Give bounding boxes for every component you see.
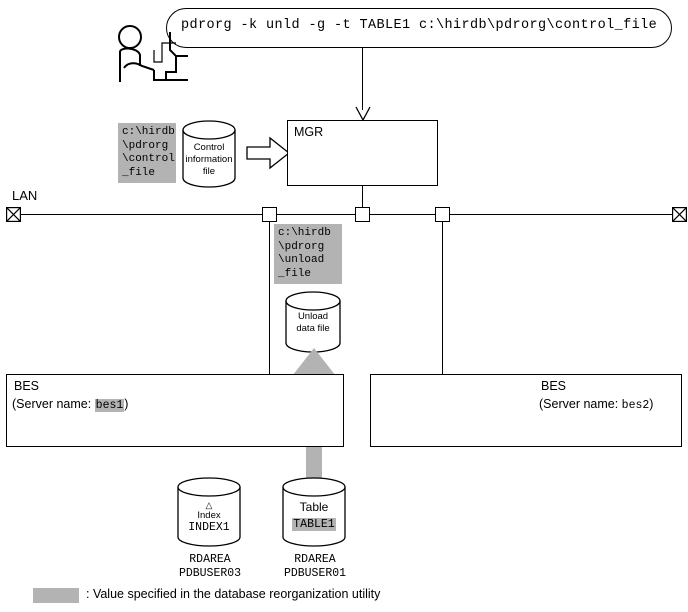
lan-bus-line	[14, 214, 674, 215]
legend-swatch	[33, 588, 79, 603]
bubble-tail-icon	[153, 42, 176, 63]
table-rdarea-caption: RDAREA PDBUSER01	[283, 553, 347, 580]
lan-label: LAN	[12, 188, 38, 203]
lan-terminator-right-icon	[672, 207, 687, 222]
index-rdarea-caption: RDAREA PDBUSER03	[178, 553, 242, 580]
control-file-to-mgr-arrow-icon	[246, 136, 290, 170]
command-to-mgr-line	[362, 48, 363, 110]
mgr-box	[287, 120, 438, 186]
bes2-server-suffix: )	[649, 397, 654, 411]
unload-data-file-cylinder: Unload data file	[284, 291, 342, 353]
command-to-mgr-arrowhead-icon	[355, 106, 371, 122]
bes1-server-name-line: (Server name: bes1)	[12, 396, 128, 414]
legend-text: : Value specified in the database reorga…	[86, 587, 381, 601]
index-kind-label: Index	[197, 510, 221, 521]
lan-to-bes1-line	[269, 222, 270, 375]
operator-icon	[118, 25, 188, 82]
bes1-server-prefix: (Server name:	[12, 397, 95, 411]
lan-to-bes2-line	[442, 222, 443, 375]
lan-terminator-left-icon	[6, 207, 21, 222]
mgr-to-lan-line	[362, 186, 363, 211]
bes1-title: BES	[14, 379, 40, 393]
bes1-server-suffix: )	[124, 397, 129, 411]
index-rdarea-cylinder: △ Index INDEX1	[176, 477, 242, 549]
table-name-label: TABLE1	[292, 518, 336, 531]
bes2-title: BES	[541, 379, 567, 393]
unload-data-file-label: Unload data file	[296, 311, 330, 334]
bes2-box	[370, 374, 682, 447]
control-information-file-cylinder: Control information file	[181, 120, 237, 188]
table-kind-label: Table	[299, 500, 329, 514]
mgr-label: MGR	[294, 125, 324, 139]
table-rdarea-cylinder: Table TABLE1	[281, 477, 347, 549]
bes2-server-name: bes2	[621, 399, 650, 412]
bes1-box	[6, 374, 344, 447]
lan-connector-bes2	[435, 207, 450, 222]
lan-connector-mgr	[355, 207, 370, 222]
control-information-file-label: Control information file	[185, 142, 233, 177]
bes1-server-name: bes1	[94, 399, 125, 412]
unload-file-path-label: c:\hirdb \pdrorg \unload _file	[274, 224, 342, 284]
command-bubble	[166, 8, 672, 48]
bes2-server-prefix: (Server name:	[539, 397, 622, 411]
bes2-server-name-line: (Server name: bes2)	[539, 396, 653, 414]
command-text: pdrorg -k unld -g -t TABLE1 c:\hirdb\pdr…	[181, 18, 658, 33]
lan-connector-bes1	[262, 207, 277, 222]
index-marker-icon: △	[205, 500, 213, 510]
index-name-label: INDEX1	[188, 521, 230, 534]
control-file-path-label: c:\hirdb \pdrorg \control _file	[118, 123, 176, 183]
table-name-wrap: TABLE1	[281, 518, 347, 531]
